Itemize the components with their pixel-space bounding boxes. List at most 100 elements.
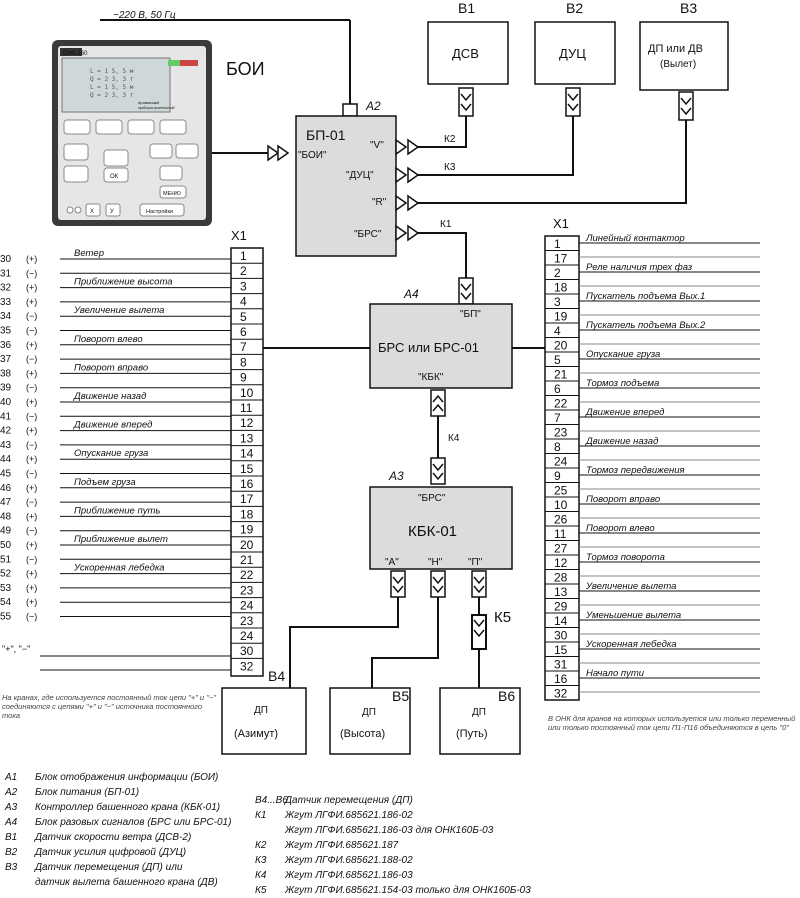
left-pin-number: 1 bbox=[240, 249, 247, 263]
left-row-number: 55 bbox=[0, 612, 12, 623]
left-row-number: 37 bbox=[0, 354, 12, 365]
boi-readout-2: Q = 2 3, 3 т bbox=[90, 76, 134, 83]
a2-port-duc: "ДУЦ" bbox=[346, 170, 374, 181]
b5-id: В5 bbox=[392, 688, 409, 704]
boi-ok-button[interactable] bbox=[103, 167, 129, 183]
right-row-label: Реле наличия трех фаз bbox=[586, 262, 693, 273]
boi-button[interactable] bbox=[63, 119, 91, 135]
b3-name-2: (Вылет) bbox=[660, 59, 696, 70]
left-row-sign: (+) bbox=[26, 583, 37, 593]
legend-key: К2 bbox=[255, 840, 267, 851]
right-pin-number: 7 bbox=[554, 411, 561, 425]
right-row-label: Пускатель подъема Вых.1 bbox=[586, 291, 705, 302]
right-pin-number: 31 bbox=[554, 658, 568, 672]
legend-text: Жгут ЛГФИ.685621.186-03 для ОНК160Б-03 bbox=[285, 825, 494, 836]
left-pin-number: 3 bbox=[240, 279, 247, 293]
left-row-sign: (+) bbox=[26, 511, 37, 521]
legend-key: В4...В6 bbox=[255, 795, 288, 806]
left-row-number: 31 bbox=[0, 268, 12, 279]
legend-text: Жгут ЛГФИ.685621.154-03 только для ОНК16… bbox=[285, 885, 531, 896]
right-pin-number: 16 bbox=[554, 672, 568, 686]
left-row-number: 52 bbox=[0, 569, 12, 580]
boi-menu-button[interactable] bbox=[159, 185, 187, 199]
boi-button[interactable] bbox=[159, 119, 187, 135]
right-pin-number: 24 bbox=[554, 455, 568, 469]
left-row-sign: (+) bbox=[26, 540, 37, 550]
right-pin-number: 15 bbox=[554, 643, 568, 657]
boi-settings-button[interactable] bbox=[139, 203, 185, 217]
legend-key: К5 bbox=[255, 885, 267, 896]
left-pin-number: 24 bbox=[240, 629, 254, 643]
right-pin-number: 9 bbox=[554, 469, 561, 483]
left-pin-number: 22 bbox=[240, 568, 254, 582]
left-pin-number: 6 bbox=[240, 325, 247, 339]
right-pin-number: 4 bbox=[554, 324, 561, 338]
left-row-sign: (+) bbox=[26, 454, 37, 464]
boi-button[interactable] bbox=[63, 143, 89, 161]
boi-x-button[interactable] bbox=[85, 203, 101, 217]
right-pin-number: 8 bbox=[554, 440, 561, 454]
legend-row: К5 Жгут ЛГФИ.685621.154-03 только для ОНК… bbox=[255, 883, 531, 898]
boi-button[interactable] bbox=[149, 143, 173, 159]
left-row-number: 33 bbox=[0, 297, 12, 308]
right-pin-number: 17 bbox=[554, 252, 568, 266]
left-row-number: 32 bbox=[0, 283, 12, 294]
legend-key: А4 bbox=[5, 817, 18, 828]
harness-cables bbox=[418, 116, 687, 278]
legend-text: Жгут ЛГФИ.685621.187 bbox=[285, 840, 399, 851]
boi-button[interactable] bbox=[159, 165, 183, 181]
right-pin-number: 28 bbox=[554, 571, 568, 585]
boi-button[interactable] bbox=[175, 143, 199, 159]
legend-text: Жгут ЛГФИ.685621.186-02 bbox=[285, 810, 413, 821]
b5-box bbox=[329, 687, 411, 755]
left-row-label: Опускание груза bbox=[74, 448, 148, 459]
legend-key: А1 bbox=[5, 772, 18, 783]
right-row-label: Тормоз передвижения bbox=[586, 465, 685, 476]
right-row-label: Ускоренная лебедка bbox=[585, 639, 677, 650]
boi-connector bbox=[267, 144, 280, 162]
boi-button[interactable] bbox=[95, 119, 123, 135]
note-right: В ОНК для кранов на которых используется… bbox=[548, 714, 796, 732]
boi-settings-label: Настройки bbox=[146, 208, 173, 215]
left-row-sign: (+) bbox=[26, 254, 37, 264]
k4-label: К4 bbox=[448, 433, 460, 444]
boi-brand-1: Арзамасский bbox=[138, 101, 159, 105]
k2-label: К2 bbox=[444, 134, 456, 145]
left-pin-number: 23 bbox=[240, 583, 254, 597]
left-pin-number: 14 bbox=[240, 447, 254, 461]
b2-name: ДУЦ bbox=[559, 46, 586, 61]
boi-y-button[interactable] bbox=[105, 203, 121, 217]
b3-id: В3 bbox=[680, 0, 697, 16]
left-row-number: 51 bbox=[0, 554, 12, 565]
left-row-sign: (+) bbox=[26, 426, 37, 436]
left-row-label: Поворот влево bbox=[74, 334, 143, 345]
left-row-sign: (−) bbox=[26, 383, 37, 393]
boi-panel: ОНК-160 L = 1 5, 5 м Q = 2 3, 3 т L = 1 … bbox=[52, 40, 212, 226]
right-pin-number: 2 bbox=[554, 266, 561, 280]
boi-button[interactable] bbox=[103, 149, 129, 167]
left-pin-number: 12 bbox=[240, 416, 254, 430]
left-row-sign: (+) bbox=[26, 597, 37, 607]
left-row-number: 35 bbox=[0, 326, 12, 337]
right-pin-number: 11 bbox=[554, 527, 567, 541]
boi-readout-4: Q = 2 3, 3 т bbox=[90, 92, 134, 99]
boi-button[interactable] bbox=[63, 165, 89, 183]
right-row-label: Опускание груза bbox=[586, 349, 660, 360]
left-pin-number: 4 bbox=[240, 295, 247, 309]
legend-text: Жгут ЛГФИ.685621.188-02 bbox=[285, 855, 413, 866]
left-row-number: 30 bbox=[0, 254, 12, 265]
boi-button[interactable] bbox=[127, 119, 155, 135]
left-row-sign: (−) bbox=[26, 326, 37, 336]
left-pin-number: 23 bbox=[240, 614, 254, 628]
k5-label: К5 bbox=[494, 609, 511, 626]
left-row-sign: (−) bbox=[26, 311, 37, 321]
left-row-number: 49 bbox=[0, 526, 12, 537]
b6-line1: ДП bbox=[472, 707, 486, 718]
k3-label: К3 bbox=[444, 162, 456, 173]
left-row-number: 47 bbox=[0, 497, 12, 508]
